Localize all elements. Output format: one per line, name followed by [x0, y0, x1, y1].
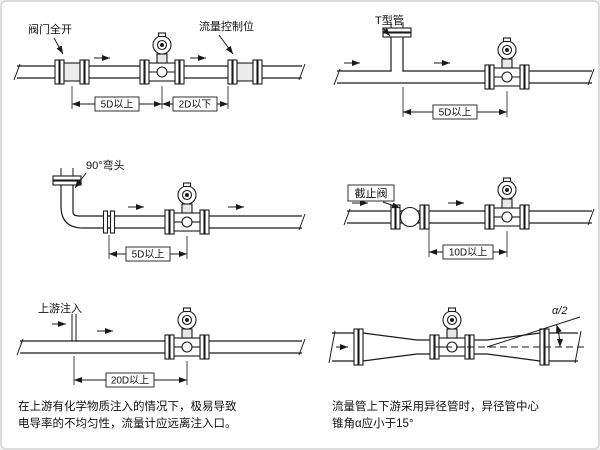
- control-position-label: 流量控制位: [199, 19, 254, 33]
- dim-5d-label: 5D以上: [132, 249, 165, 261]
- injection-caption-line1: 在上游有化学物质注入的情况下，极易导致: [18, 399, 237, 413]
- flowmeter: [164, 182, 210, 235]
- leader-arrow-icon: [74, 172, 87, 189]
- angle-label: α/2: [552, 305, 567, 317]
- valve: [54, 59, 90, 85]
- pipe-break-marks: [16, 338, 306, 356]
- leader-arrow-icon: [53, 37, 64, 55]
- dimension-box: [172, 96, 218, 112]
- pipe-break-marks: [328, 330, 336, 364]
- dim-10d-label: 10D以上: [449, 247, 487, 259]
- stop-valve-label: 截止阀: [355, 186, 388, 200]
- t-pipe-label: T型管: [375, 13, 404, 27]
- pipe: [347, 210, 592, 224]
- panel-stop-valve: 截止阀 10D以上: [343, 177, 595, 260]
- stop-valve-label-box: [347, 184, 395, 202]
- reducer-cone-right: [486, 332, 541, 362]
- cone-angle-line: [486, 316, 581, 348]
- small-pipe-right: [474, 339, 487, 355]
- stop-valve: [390, 204, 430, 230]
- pipe-break-marks: [13, 63, 306, 81]
- pipe-break-marks: [298, 213, 306, 231]
- dimension-box: [105, 372, 155, 388]
- panel-t-pipe: T型管 5D以上: [333, 13, 595, 120]
- pipe: [337, 70, 592, 84]
- valve-open-label: 阀门全开: [28, 22, 72, 36]
- injection-tube: [71, 314, 77, 341]
- tee-stub: [390, 22, 404, 28]
- flowmeter: [484, 37, 530, 90]
- small-pipe-left: [417, 339, 430, 355]
- pipe: [20, 340, 302, 354]
- elbow-top-flange: [52, 175, 82, 186]
- dimension-box: [432, 104, 478, 120]
- reducer-caption-line2: 锥角α应小于15°: [332, 416, 414, 430]
- panel-reducer: α/2 流量管上下游采用异径管时，异径管中心 锥角α应小于15°: [328, 305, 586, 430]
- leader-arrow-icon: [382, 201, 401, 209]
- large-pipe-right: [549, 332, 578, 362]
- tee-vertical-pipe: [390, 37, 404, 71]
- flowmeter: [429, 307, 475, 360]
- flange: [102, 210, 116, 234]
- tee-junction-fill: [391, 36, 403, 72]
- dim-20d-label: 20D以上: [111, 375, 149, 387]
- panel-elbow: 90°弯头 5D以上: [52, 158, 306, 262]
- injection-caption-line2: 电导率的不均匀性，流量计应远离注入口。: [18, 416, 237, 430]
- elbow-stub: [60, 168, 74, 176]
- elbow-outer-wall: [60, 185, 302, 229]
- leader-arrow-icon: [218, 34, 234, 55]
- elbow-label: 90°弯头: [86, 158, 125, 172]
- dimension-box: [125, 246, 171, 262]
- angle-arc: [556, 324, 564, 348]
- leader-arrow-icon: [382, 27, 391, 37]
- dim-5d-label: 5D以上: [439, 107, 472, 119]
- panel-valve-open: 阀门全开 流量控制位 5D以上 2D以下: [13, 19, 306, 112]
- elbow-inner-wall: [72, 185, 302, 217]
- reducer-caption-line1: 流量管上下游采用异径管时，异径管中心: [332, 399, 539, 413]
- reducer-cone-left: [362, 332, 418, 362]
- dim-2d-label: 2D以下: [179, 100, 212, 111]
- injection-label: 上游注入: [38, 301, 82, 315]
- large-pipe-left: [332, 332, 354, 362]
- dimension-box: [442, 244, 494, 260]
- panel-injection: 上游注入 20D以上 在上游有化学物质注入的情况下，极易导致 电导率的不均匀性，…: [16, 301, 306, 430]
- dimension-box: [94, 96, 140, 112]
- control-valve: [227, 59, 263, 85]
- flowmeter: [484, 177, 530, 230]
- dim-5d-label: 5D以上: [101, 99, 134, 111]
- pipe-break-marks: [333, 68, 595, 86]
- flowmeter: [164, 307, 210, 360]
- pipe-break-marks: [343, 208, 595, 226]
- large-flange-left: [353, 328, 364, 366]
- flowmeter: [139, 32, 185, 85]
